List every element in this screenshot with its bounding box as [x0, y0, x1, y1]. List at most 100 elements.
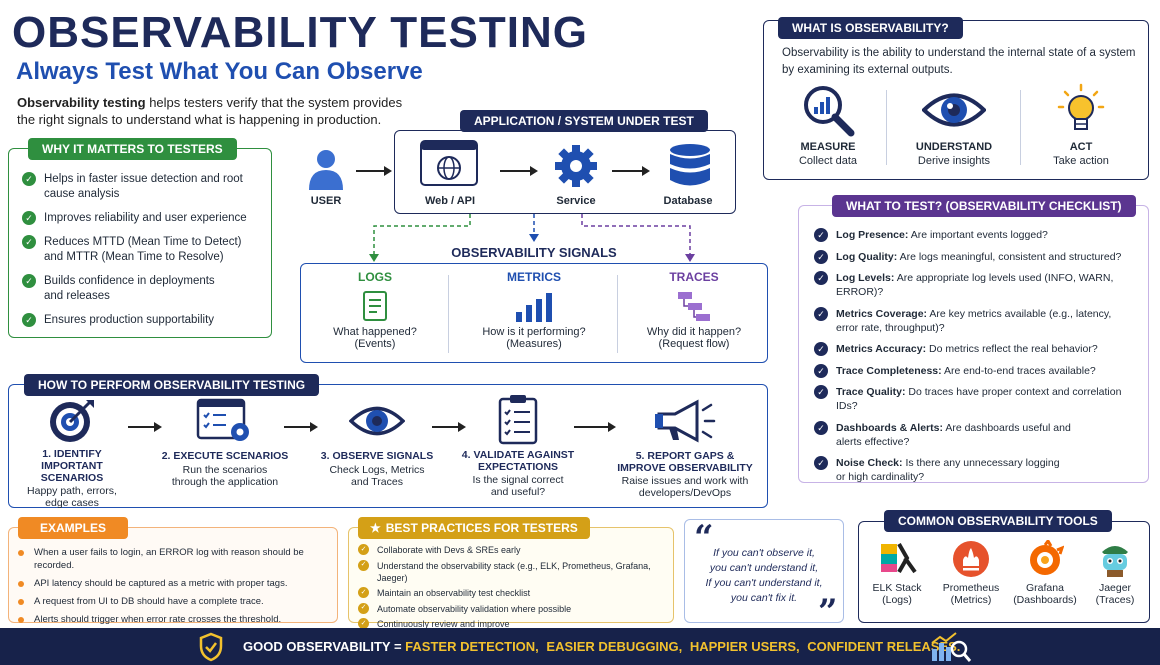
- arrow-icon: [356, 166, 392, 176]
- elk-logo-icon: [877, 540, 917, 576]
- how-title: HOW TO PERFORM OBSERVABILITY TESTING: [24, 374, 320, 396]
- megaphone-icon: [653, 398, 717, 444]
- user-label: USER: [310, 195, 342, 207]
- database-label: Database: [663, 195, 713, 207]
- arrow-icon: [500, 166, 538, 176]
- arrow-icon: [612, 166, 650, 176]
- what-title: WHAT IS OBSERVABILITY?: [778, 17, 963, 39]
- list-item: A request from UI to DB should have a co…: [18, 595, 336, 608]
- check-icon: ✓: [814, 420, 828, 435]
- arrow-icon: [284, 422, 318, 432]
- eye-icon: [922, 83, 986, 137]
- check-icon: ✓: [22, 313, 36, 327]
- list-item: ✓Trace Quality: Do traces have proper co…: [814, 385, 1144, 413]
- tool-jaeger: Jaeger (Traces): [1082, 540, 1148, 606]
- check-icon: ✓: [814, 228, 828, 242]
- list-item: ✓Metrics Coverage: Are key metrics avail…: [814, 306, 1144, 335]
- check-icon: ✓: [814, 249, 828, 264]
- examples-list: When a user fails to login, an ERROR log…: [18, 546, 336, 631]
- list-item: ✓Noise Check: Is there any unnecessary l…: [814, 456, 1144, 484]
- list-item: ✓Automate observability validation where…: [358, 602, 674, 615]
- list-item: ✓Dashboards & Alerts: Are dashboards use…: [814, 420, 1144, 449]
- shield-check-icon: [198, 632, 224, 662]
- check-icon: ✓: [358, 587, 369, 598]
- user-icon: [307, 148, 345, 190]
- best-practices-card: [348, 527, 674, 623]
- tool-grafana: Grafana (Dashboards): [1008, 540, 1082, 606]
- signals-title: OBSERVABILITY SIGNALS: [451, 245, 617, 260]
- list-item: API latency should be captured as a metr…: [18, 577, 336, 590]
- footer-text: GOOD OBSERVABILITY = FASTER DETECTION, E…: [243, 639, 961, 654]
- list-item: Alerts should trigger when error rate cr…: [18, 613, 336, 626]
- arrow-icon: [128, 422, 162, 432]
- tools-card: [858, 521, 1150, 623]
- check-icon: ✓: [358, 559, 369, 571]
- list-item: ✓Metrics Accuracy: Do metrics reflect th…: [814, 342, 1144, 356]
- checklist-list: ✓Log Presence: Are important events logg…: [814, 228, 1144, 492]
- best-practices-list: ✓Collaborate with Devs & SREs early ✓Und…: [358, 544, 674, 634]
- signal-connectors: [369, 214, 695, 262]
- check-icon: ✓: [814, 306, 828, 321]
- why-matters-title: WHY IT MATTERS TO TESTERS: [28, 138, 237, 160]
- check-icon: ✓: [814, 385, 828, 399]
- what-desc: Observability is the ability to understa…: [782, 47, 1136, 76]
- lightbulb-icon: [1057, 83, 1105, 137]
- check-icon: ✓: [814, 271, 828, 285]
- database-icon: [668, 143, 712, 189]
- quote-open-icon: “: [694, 518, 714, 558]
- prometheus-logo-icon: [952, 540, 990, 578]
- how-card: [8, 384, 768, 508]
- chart-magnifier-icon: [930, 631, 972, 663]
- quote-text: If you can't observe it, you can't under…: [705, 547, 823, 604]
- list-item: ✓Understand the observability stack (e.g…: [358, 559, 674, 584]
- web-api-label: Web / API: [424, 195, 476, 207]
- check-icon: ✓: [814, 363, 828, 378]
- quote-card: [684, 519, 844, 623]
- list-item: ✓Continuously review and improve: [358, 618, 674, 630]
- step-3: 3. OBSERVE SIGNALS Check Logs, Metrics a…: [314, 398, 440, 488]
- signal-metrics: METRICS How is it performing? (Measures): [482, 270, 586, 350]
- target-icon: [48, 398, 96, 444]
- examples-card: [8, 527, 338, 623]
- page-title: OBSERVABILITY TESTING: [12, 8, 588, 57]
- checklist-title: WHAT TO TEST? (OBSERVABILITY CHECKLIST): [832, 195, 1136, 217]
- flow-icon: [676, 290, 712, 322]
- list-item: ✓Helps in faster issue detection and roo…: [22, 172, 267, 202]
- why-matters-card: [8, 148, 272, 338]
- check-icon: ✓: [358, 618, 369, 629]
- check-icon: ✓: [358, 544, 369, 555]
- check-icon: ✓: [22, 172, 36, 186]
- list-item: ✓Log Presence: Are important events logg…: [814, 228, 1144, 242]
- what-understand: UNDERSTAND Derive insights: [892, 83, 1016, 167]
- list-item: ✓Trace Completeness: Are end-to-end trac…: [814, 363, 1144, 378]
- check-icon: ✓: [814, 456, 828, 470]
- gear-icon: [553, 143, 599, 189]
- step-4: 4. VALIDATE AGAINST EXPECTATIONS Is the …: [456, 393, 580, 498]
- check-icon: ✓: [22, 235, 36, 249]
- signal-logs: LOGS What happened? (Events): [333, 270, 417, 350]
- check-icon: ✓: [22, 274, 36, 288]
- clipboard-icon: [498, 393, 538, 445]
- examples-title: EXAMPLES: [18, 517, 129, 539]
- eye-icon: [349, 398, 405, 444]
- star-icon: ★: [370, 521, 381, 535]
- check-icon: ✓: [22, 211, 36, 225]
- list-item: ✓Ensures production supportability: [22, 313, 267, 328]
- why-matters-list: ✓Helps in faster issue detection and roo…: [22, 172, 267, 337]
- arrow-icon: [574, 422, 616, 432]
- service-label: Service: [556, 195, 596, 207]
- check-icon: ✓: [358, 602, 369, 614]
- tools-title: COMMON OBSERVABILITY TOOLS: [884, 510, 1112, 532]
- what-measure: MEASURE Collect data: [776, 83, 880, 167]
- checklist-card: [798, 205, 1149, 483]
- step-1: 1. IDENTIFY IMPORTANT SCENARIOS Happy pa…: [10, 398, 134, 509]
- checklist-gear-icon: [196, 398, 254, 444]
- step-5: 5. REPORT GAPS & IMPROVE OBSERVABILITY R…: [608, 398, 762, 499]
- list-item: ✓Improves reliability and user experienc…: [22, 211, 267, 226]
- list-item: ✓Maintain an observability test checklis…: [358, 587, 674, 599]
- list-item: When a user fails to login, an ERROR log…: [18, 546, 336, 572]
- what-act: ACT Take action: [1026, 83, 1136, 167]
- arrow-icon: [432, 422, 466, 432]
- list-item: ✓Log Quality: Are logs meaningful, consi…: [814, 249, 1144, 264]
